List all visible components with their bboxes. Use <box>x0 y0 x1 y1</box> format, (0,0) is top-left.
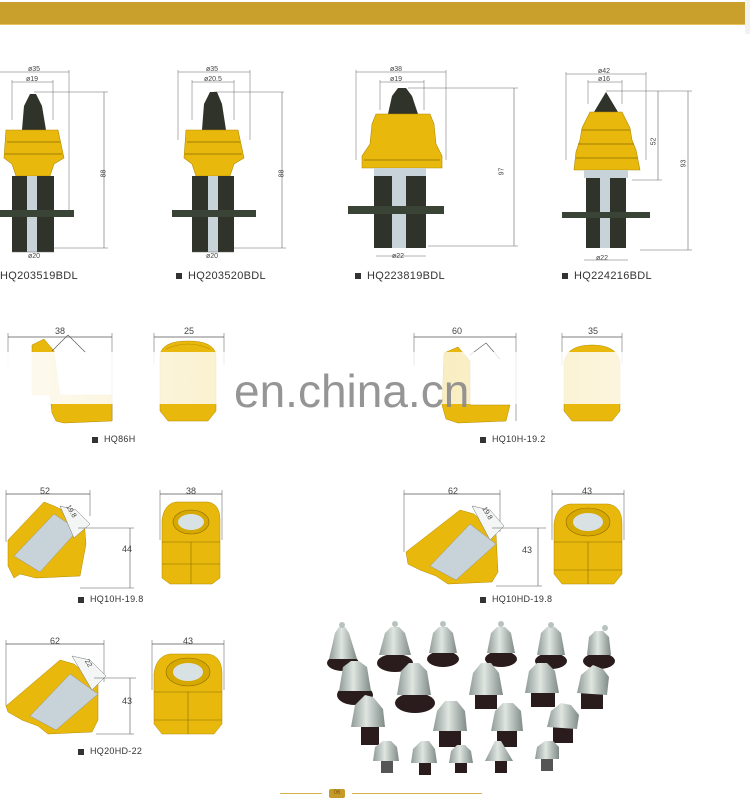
footer-rule-left <box>280 793 322 794</box>
dim-height: 43 <box>522 545 533 555</box>
dim-shank-dia: ø22 <box>392 253 405 260</box>
pick-drawing-1 <box>0 70 108 253</box>
model-label: HQ10H-19.8 <box>78 594 144 604</box>
dim-head-dia: ø35 <box>206 66 219 73</box>
dim-width-front: 38 <box>186 486 197 496</box>
model-label: HQ86H <box>92 434 136 444</box>
holder-drawing-side-3 <box>5 490 134 589</box>
model-label: HQ223819BDL <box>355 270 445 282</box>
bullet-square-icon <box>355 273 361 280</box>
holder-drawing-front-5 <box>151 640 225 735</box>
holder-drawing-side-4 <box>403 490 546 587</box>
header-bar <box>0 2 745 25</box>
dim-length: 93 <box>680 159 688 168</box>
dim-head-dia: ø35 <box>28 66 41 73</box>
dim-width-side: 62 <box>448 486 459 496</box>
model-label: HQ203520BDL <box>176 270 266 282</box>
model-label: HQ20HD-22 <box>78 746 142 756</box>
dim-width-front: 35 <box>588 326 599 336</box>
dim-shank-dia: ø20 <box>28 253 41 260</box>
dim-width-side: 38 <box>55 326 66 336</box>
dim-tip-dia: ø19 <box>390 76 403 83</box>
dim-tip-dia: ø19 <box>26 76 39 83</box>
dim-width-front: 43 <box>183 636 194 646</box>
dim-shank-dia: ø22 <box>596 255 609 262</box>
dim-length: 97 <box>498 167 506 176</box>
bullet-square-icon <box>480 436 486 443</box>
dim-width-side: 52 <box>40 486 51 496</box>
dim-width-front: 43 <box>582 486 593 496</box>
dim-tip-dia: ø20.5 <box>204 76 222 83</box>
holder-drawing-front-4 <box>551 490 625 585</box>
dim-head-dia: ø38 <box>390 66 403 73</box>
dim-tip-dia: ø16 <box>598 76 611 83</box>
model-label: HQ224216BDL <box>562 270 652 282</box>
bullet-square-icon <box>78 748 84 755</box>
pick-drawing-3 <box>348 70 518 257</box>
dim-width-side: 60 <box>452 326 463 336</box>
bullet-square-icon <box>78 596 84 603</box>
product-photo-bits <box>327 621 615 775</box>
holder-drawing-front-3 <box>159 490 223 585</box>
bullet-square-icon <box>562 273 568 280</box>
dim-height: 43 <box>122 696 133 706</box>
model-label: HQ10H-19.2 <box>480 434 546 444</box>
dim-length: 88 <box>278 169 286 178</box>
page-number-badge: 06 <box>329 789 345 798</box>
dim-width-side: 62 <box>50 636 61 646</box>
holder-drawing-side-5 <box>5 640 136 735</box>
footer-rule-right <box>352 793 482 794</box>
bullet-square-icon <box>176 273 182 280</box>
bullet-square-icon <box>480 596 486 603</box>
dim-height: 44 <box>122 544 133 554</box>
watermark-text: en.china.cn <box>234 365 470 417</box>
dim-length: 88 <box>100 169 108 178</box>
dim-shank-dia: ø20 <box>206 253 219 260</box>
header-bar-edge <box>745 0 750 34</box>
watermark-band <box>0 352 750 404</box>
dim-length-upper: 52 <box>650 137 658 146</box>
pick-drawing-4 <box>562 72 692 261</box>
model-label: HQ203519BDL <box>0 270 78 282</box>
dim-head-dia: ø42 <box>598 68 611 75</box>
bullet-square-icon <box>92 436 98 443</box>
pick-drawing-2 <box>172 70 286 253</box>
model-label: HQ10HD-19.8 <box>480 594 552 604</box>
dim-width-front: 25 <box>184 326 195 336</box>
